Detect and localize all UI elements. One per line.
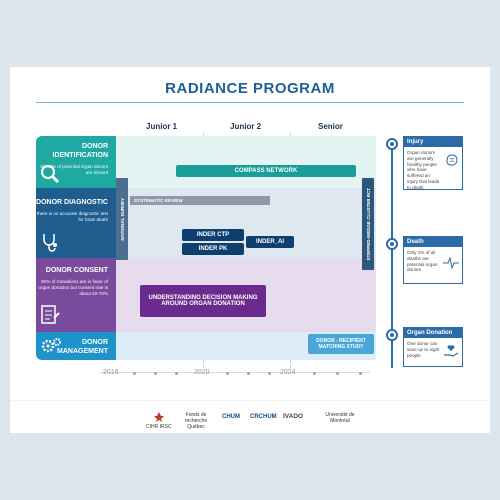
stethoscope-icon <box>43 234 57 252</box>
bar-label: STEPPED-WEDGE CLUSTER RCT <box>365 187 371 261</box>
row-description: there is no accurate diagnostic test for… <box>37 211 108 222</box>
bar-label: INDER PK <box>198 246 228 252</box>
logo-text: CHUM <box>222 414 240 420</box>
axis-dot <box>359 372 362 375</box>
document-icon <box>41 305 60 324</box>
year-2020: 2020 <box>194 369 210 376</box>
side-box-text: Only 1% of all deaths are potential orga… <box>407 250 438 273</box>
node-organ-donation <box>386 329 398 341</box>
timeline-axis <box>100 372 370 373</box>
footer-logos <box>10 400 490 433</box>
side-box-title: Injury <box>404 137 462 147</box>
logo-text: Université de Montréal <box>325 412 355 424</box>
brain-icon <box>446 154 458 166</box>
bar-systematic-review: SYSTEMATIC REVIEW <box>130 196 270 205</box>
axis-dot <box>133 372 136 375</box>
row-description: 90% of Canadians are in favor of organ d… <box>38 279 108 296</box>
logo-cihr: CIHR IRSC <box>146 412 172 430</box>
row-description: 30-50% of potential organ donors are mis… <box>40 164 108 175</box>
axis-dot <box>247 372 250 375</box>
bar-national-survey: NATIONAL SURVEY <box>116 178 128 260</box>
row-label-identification: DONOR IDENTIFICATION 30-50% of potential… <box>36 136 116 188</box>
year-2016: 2016 <box>103 369 119 376</box>
node-injury <box>386 138 398 150</box>
bar-understanding-decision: UNDERSTANDING DECISION MAKING AROUND ORG… <box>140 285 266 317</box>
side-box-title: Death <box>404 237 462 247</box>
row-title: DONOR DIAGNOSTIC <box>36 199 108 206</box>
phase-junior-2: Junior 2 <box>230 122 262 131</box>
year-2024: 2024 <box>280 369 296 376</box>
bar-label: COMPASS NETWORK <box>234 168 298 174</box>
title-divider <box>36 102 464 103</box>
axis-dot <box>175 372 178 375</box>
bar-stepped-wedge: STEPPED-WEDGE CLUSTER RCT <box>362 178 374 270</box>
logo-text: CRCHUM <box>250 414 277 420</box>
page-title: RADIANCE PROGRAM <box>165 80 335 97</box>
bar-inder-ctp: INDER CTP <box>182 229 244 241</box>
logo-frq: Fonds de recherche Québec <box>178 412 214 430</box>
logo-text: Fonds de recherche Québec <box>184 412 208 430</box>
ecg-icon <box>443 257 459 269</box>
bar-label: SYSTEMATIC REVIEW <box>134 198 183 203</box>
bar-label: DONOR - RECIPIENT MATCHING STUDY <box>316 338 366 350</box>
side-box-death: Death Only 1% of all deaths are potentia… <box>403 236 463 284</box>
logo-chum: CHUM <box>222 412 240 420</box>
heart-hand-icon <box>444 345 459 357</box>
side-box-text: Organ donors are generally healthy peopl… <box>407 150 440 190</box>
axis-dot <box>313 372 316 375</box>
side-box-title: Organ Donation <box>404 328 462 338</box>
node-death <box>386 238 398 250</box>
bar-label: INDER CTP <box>196 232 230 238</box>
axis-dot <box>336 372 339 375</box>
axis-dot <box>226 372 229 375</box>
bar-inder-ai: INDER_AI <box>246 236 294 248</box>
bar-label: UNDERSTANDING DECISION MAKING AROUND ORG… <box>148 295 258 307</box>
bar-compass-network: COMPASS NETWORK <box>176 165 356 177</box>
phase-junior-1: Junior 1 <box>146 122 178 131</box>
axis-dot <box>268 372 271 375</box>
row-title: DONOR CONSENT <box>45 267 108 274</box>
bar-label: INDER_AI <box>255 239 284 245</box>
row-label-consent: DONOR CONSENT 90% of Canadians are in fa… <box>36 258 116 332</box>
side-box-text: One donor can save up to eight people <box>407 341 440 358</box>
side-box-organ-donation: Organ Donation One donor can save up to … <box>403 327 463 367</box>
bar-donor-recipient: DONOR - RECIPIENT MATCHING STUDY <box>308 334 374 354</box>
logo-crchum: CRCHUM <box>250 412 277 420</box>
side-timeline <box>391 138 393 368</box>
row-title: DONOR MANAGEMENT <box>57 339 108 355</box>
side-box-injury: Injury Organ donors are generally health… <box>403 136 463 190</box>
logo-text: IVADO <box>283 413 304 420</box>
phase-senior: Senior <box>318 122 343 131</box>
logo-udem: Université de Montréal <box>320 412 360 424</box>
bar-label: NATIONAL SURVEY <box>119 197 125 241</box>
logo-ivado: IVADO <box>283 412 303 420</box>
axis-dot <box>154 372 157 375</box>
magnifier-icon <box>41 165 60 184</box>
gears-icon <box>41 338 61 353</box>
bar-inder-pk: INDER PK <box>182 243 244 255</box>
row-title: DONOR IDENTIFICATION <box>52 143 108 159</box>
logo-text: CIHR IRSC <box>146 424 172 430</box>
cihr-leaf-icon <box>153 412 164 422</box>
